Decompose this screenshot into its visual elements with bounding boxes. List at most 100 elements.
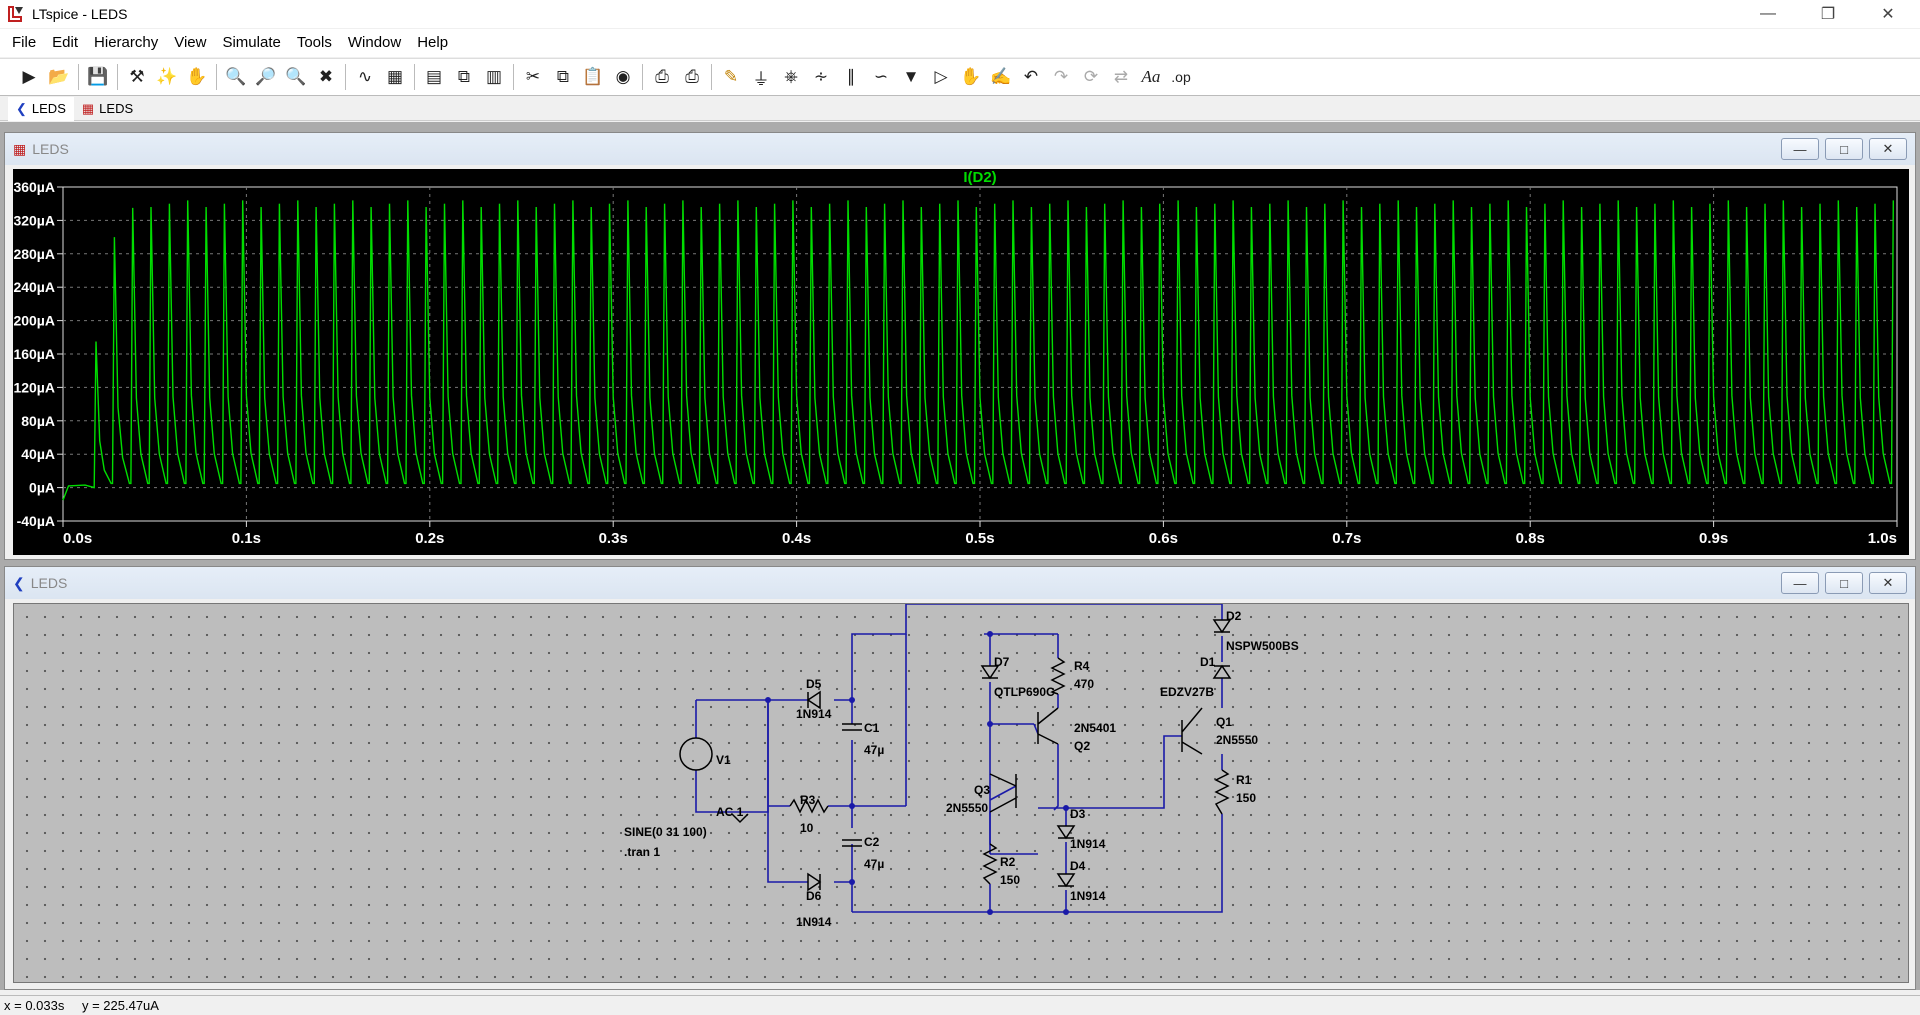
menu-simulate[interactable]: Simulate [222, 34, 281, 51]
close-window-button[interactable]: ✕ [1860, 0, 1916, 28]
copy-button[interactable]: ⧉ [548, 62, 578, 92]
toolbar-separator [513, 64, 514, 90]
spice-directive-button[interactable]: .op [1166, 62, 1196, 92]
waveform-window-titlebar[interactable]: ▦ LEDS [5, 133, 1915, 165]
resistor-icon: ∻ [813, 67, 829, 86]
transistor-q3-icon [989, 773, 1017, 813]
schematic-icon: ❮ [13, 574, 25, 591]
mark-icon: ▦ [386, 67, 404, 86]
waveform-close-button[interactable]: ✕ [1869, 138, 1907, 160]
inductor-button[interactable]: ∽ [866, 62, 896, 92]
rotate-icon: ⟳ [1083, 67, 1099, 86]
transistor-q1-icon [1181, 707, 1203, 755]
minimize-window-button[interactable]: — [1740, 0, 1796, 28]
component-button[interactable]: ▷ [926, 62, 956, 92]
menu-help[interactable]: Help [417, 34, 449, 51]
save-button[interactable]: 💾 [83, 62, 113, 92]
zoom-area-button[interactable]: 🔎 [251, 62, 281, 92]
x-tick-label: 0.9s [1699, 530, 1728, 547]
zoom-out-button[interactable]: 🔍 [281, 62, 311, 92]
schematic-close-button[interactable]: ✕ [1869, 572, 1907, 594]
open-button[interactable]: 📂 [44, 62, 74, 92]
led-d2-icon [1212, 619, 1232, 634]
mirror-button[interactable]: ⇄ [1106, 62, 1136, 92]
x-tick-label: 0.3s [599, 530, 628, 547]
voltage-source-icon [679, 737, 713, 771]
rotate-button[interactable]: ⟳ [1076, 62, 1106, 92]
toolbar: ▶ 📂 💾 ⚒ ✨ ✋ 🔍 🔎 🔍 ✖ ∿ ▦ ▤ ⧉ ▥ ✂ ⧉ 📋 ◉ ⎙ … [0, 58, 1920, 96]
tab-schematic[interactable]: ❮ LEDS [8, 96, 74, 121]
label-d4: D4 [1070, 859, 1086, 873]
move-button[interactable]: ✋ [956, 62, 986, 92]
control-panel-button[interactable]: ⚒ [122, 62, 152, 92]
find-button[interactable]: ◉ [608, 62, 638, 92]
menu-hierarchy[interactable]: Hierarchy [94, 34, 159, 51]
capacitor-button[interactable]: ∥ [836, 62, 866, 92]
zoom-in-button[interactable]: 🔍 [221, 62, 251, 92]
drag-button[interactable]: ✍ [986, 62, 1016, 92]
text-button[interactable]: Aa [1136, 62, 1166, 92]
restore-window-button[interactable]: ❐ [1800, 0, 1856, 28]
zoom-fit-button[interactable]: ✖ [311, 62, 341, 92]
paste-button[interactable]: 📋 [578, 62, 608, 92]
cascade-button[interactable]: ⧉ [449, 62, 479, 92]
print-setup-button[interactable]: ⎙ [677, 62, 707, 92]
mark-button[interactable]: ▦ [380, 62, 410, 92]
resistor-button[interactable]: ∻ [806, 62, 836, 92]
spice-directive-icon: .op [1171, 69, 1191, 85]
label-d2: D2 [1226, 609, 1242, 623]
menu-bar: File Edit Hierarchy View Simulate Tools … [0, 29, 1920, 57]
run-button[interactable]: ▶ [14, 62, 44, 92]
label-q3-value: 2N5550 [946, 801, 988, 815]
toolbar-separator [711, 64, 712, 90]
waveform-minimize-button[interactable]: — [1781, 138, 1819, 160]
print-setup-icon: ⎙ [685, 67, 699, 86]
tile-vertical-button[interactable]: ▥ [479, 62, 509, 92]
resistor-r3-icon [789, 798, 829, 814]
y-tick-label: 80µA [21, 413, 55, 429]
zoom-area-icon: 🔎 [255, 67, 277, 86]
undo-button[interactable]: ↶ [1016, 62, 1046, 92]
label-d6-value: 1N914 [796, 915, 832, 929]
ground-button[interactable]: ⏚ [746, 62, 776, 92]
label-q1-value: 2N5550 [1216, 733, 1258, 747]
cursor-x-readout: x = 0.033s [4, 998, 65, 1013]
autorange-button[interactable]: ∿ [350, 62, 380, 92]
menu-edit[interactable]: Edit [52, 34, 79, 51]
print-button[interactable]: ⎙ [647, 62, 677, 92]
open-icon: 📂 [48, 67, 70, 86]
x-tick-label: 0.0s [63, 530, 92, 547]
schematic-canvas[interactable]: V1 AC 1 D5 1N914 D6 1N914 C1 47µ C2 47µ … [13, 603, 1909, 983]
label-net-icon: ⎈ [784, 67, 798, 86]
tile-horizontal-button[interactable]: ▤ [419, 62, 449, 92]
wire-button[interactable]: ✎ [716, 62, 746, 92]
menu-window[interactable]: Window [347, 34, 402, 51]
menu-file[interactable]: File [12, 34, 37, 51]
label-r1-value: 150 [1236, 791, 1256, 805]
schematic-maximize-button[interactable]: □ [1825, 572, 1863, 594]
control-panel-icon: ⚒ [129, 67, 145, 86]
schematic-minimize-button[interactable]: — [1781, 572, 1819, 594]
minimize-icon: — [1793, 141, 1807, 157]
diode-button[interactable]: ▼ [896, 62, 926, 92]
diode-icon: ▼ [902, 67, 920, 86]
close-icon: ✕ [1882, 575, 1894, 590]
print-icon: ⎙ [655, 67, 669, 86]
menu-tools[interactable]: Tools [296, 34, 332, 51]
symbols [679, 619, 1232, 892]
pan-icon: ✋ [186, 67, 208, 86]
tab-waveform[interactable]: ▦ LEDS [74, 97, 141, 121]
waveform-maximize-button[interactable]: □ [1825, 138, 1863, 160]
label-c2-value: 47µ [864, 857, 884, 871]
label-net-button[interactable]: ⎈ [776, 62, 806, 92]
cut-button[interactable]: ✂ [518, 62, 548, 92]
junctions [765, 631, 1069, 915]
window-title: LTspice - LEDS [32, 6, 128, 22]
menu-view[interactable]: View [174, 34, 207, 51]
schematic-window-titlebar[interactable]: ❮ LEDS [5, 567, 1915, 599]
redo-button[interactable]: ↷ [1046, 62, 1076, 92]
halt-button[interactable]: ✨ [152, 62, 182, 92]
pan-button[interactable]: ✋ [182, 62, 212, 92]
